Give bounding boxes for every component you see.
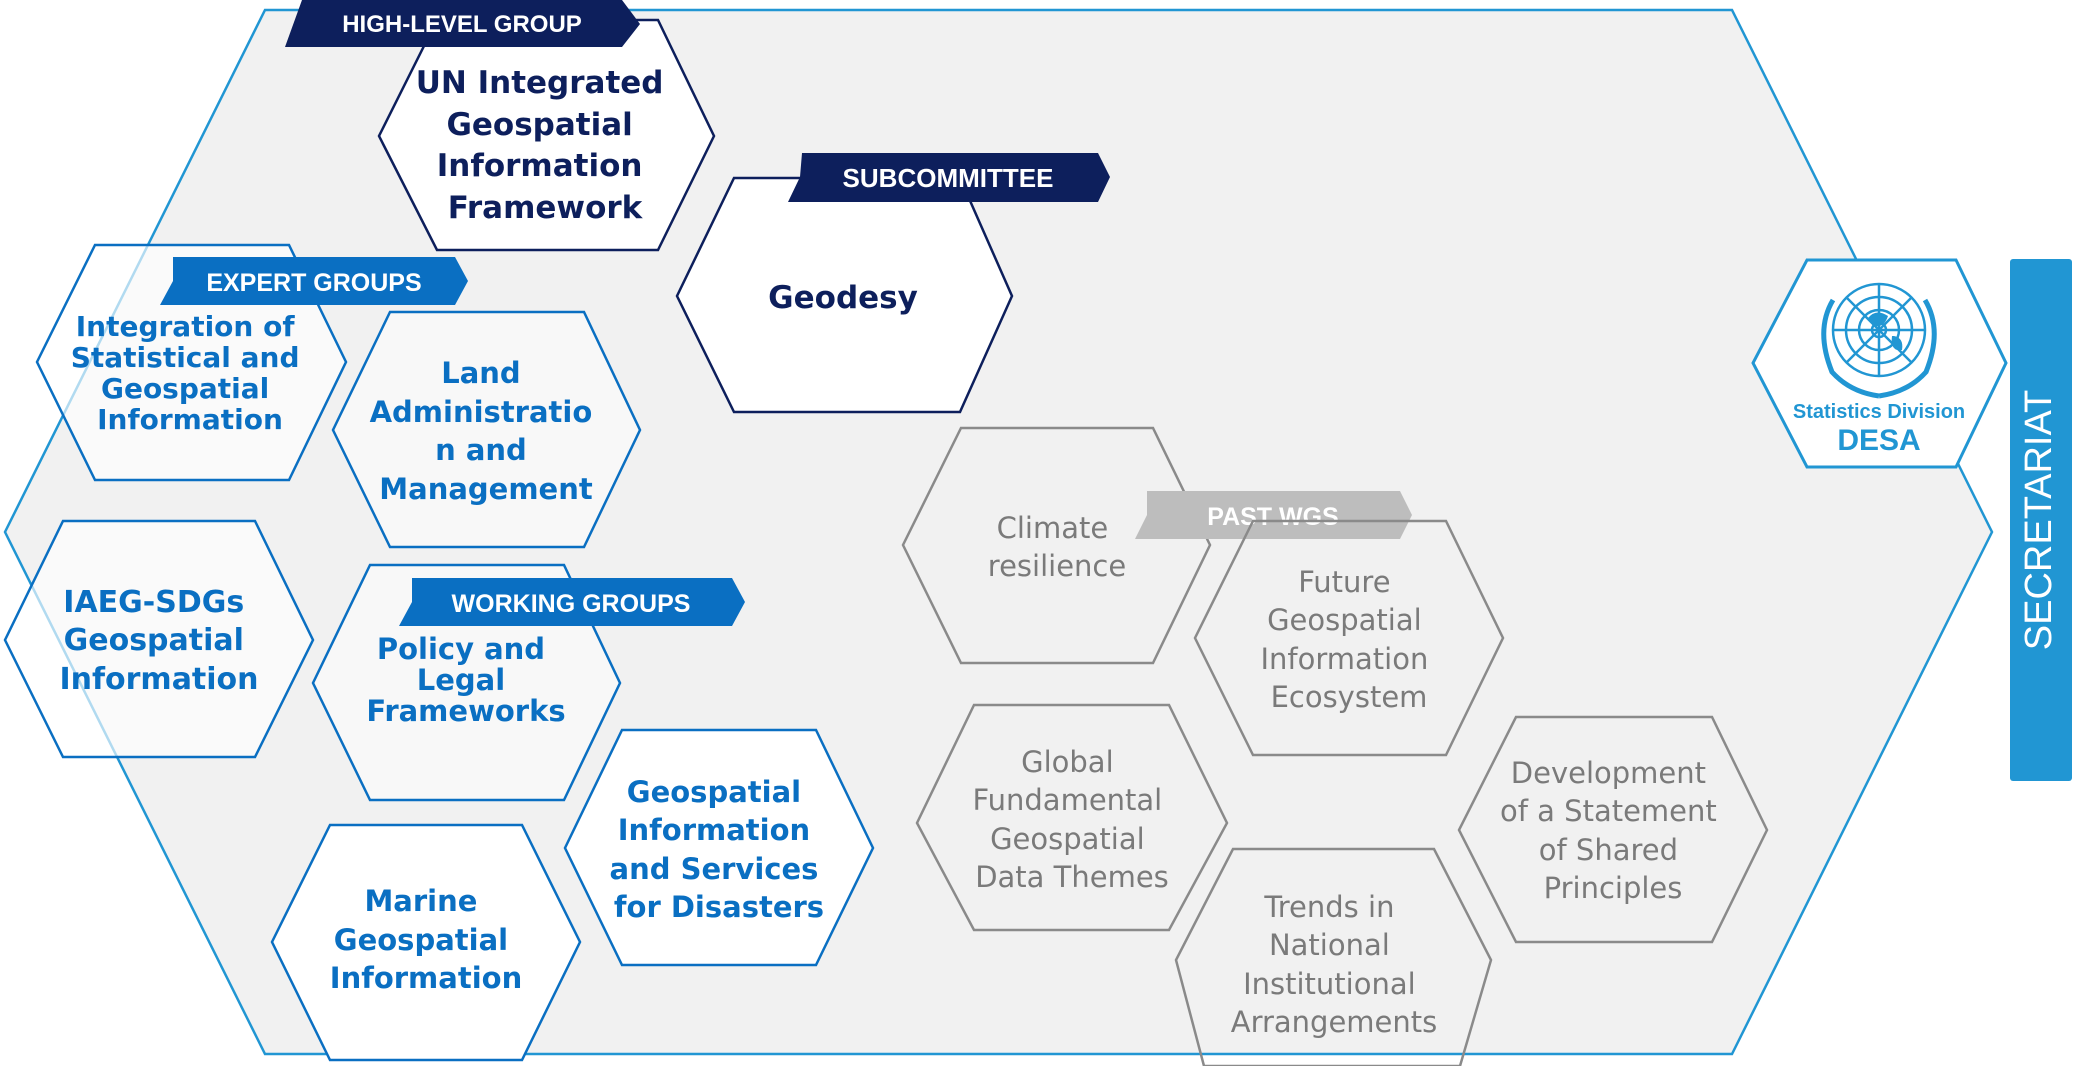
subcommittee-banner: SUBCOMMITTEE (788, 153, 1110, 202)
hex-line: Information (59, 662, 258, 697)
subcommittee-geodesy-hex[interactable]: Geodesy (675, 176, 1014, 414)
hex-line: Marine (364, 884, 477, 918)
hex-line: Information (1260, 642, 1428, 676)
expert-groups-banner: EXPERT GROUPS (160, 257, 468, 305)
hex-line: Geospatial (334, 923, 508, 957)
hex-line: Geospatial (101, 372, 269, 405)
banner-label: HIGH-LEVEL GROUP (342, 11, 582, 38)
hex-line: Ecosystem (1271, 680, 1428, 714)
hex-line: for Disasters (614, 890, 824, 924)
hex-line: Geospatial (446, 107, 632, 143)
working-group-hex-disasters[interactable]: Geospatial Information and Services for … (563, 728, 875, 967)
hex-line: Principles (1544, 871, 1683, 905)
hex-line: Information (330, 961, 522, 995)
hex-line: Policy and (377, 632, 545, 666)
svg-text:Geospatial Information: Geospatial Information and Services for … (610, 775, 829, 924)
hex-line: Information (97, 403, 283, 436)
hex-line: resilience (988, 549, 1126, 583)
hex-line: Institutional (1243, 967, 1416, 1001)
working-group-hex-marine[interactable]: Marine Geospatial Information (270, 823, 582, 1062)
secretariat-label: SECRETARIAT (2018, 390, 2060, 650)
hex-line: Administratio (370, 395, 593, 429)
secretariat-bar: SECRETARIAT (2010, 259, 2072, 781)
past-wg-hex-shared-principles[interactable]: Development of a Statement of Shared Pri… (1457, 715, 1769, 944)
svg-text:Global Fundamental: Global Fundamental Geospatial Data Theme… (973, 745, 1172, 894)
hex-line: Integration of (76, 310, 296, 343)
hex-line: Fundamental (973, 783, 1163, 817)
logo-line1: Statistics Division (1793, 401, 1965, 423)
hex-line: Frameworks (366, 694, 565, 728)
past-wg-hex-climate[interactable]: Climate resilience (901, 426, 1212, 665)
banner-label: WORKING GROUPS (452, 590, 691, 618)
logo-line2: DESA (1837, 424, 1920, 457)
svg-text:Future Geospatial: Future Geospatial Information Ecosystem (1260, 565, 1437, 714)
high-level-group-hex[interactable]: UN Integrated Geospatial Information Fra… (377, 18, 716, 252)
svg-text:Policy and Legal F: Policy and Legal Frameworks (366, 632, 565, 728)
un-emblem-icon (1821, 282, 1937, 399)
svg-text:Land Administratio: Land Administratio n and Management (370, 356, 603, 506)
hex-line: Data Themes (975, 860, 1169, 894)
svg-text:IAEG-SDGs Geospatial: IAEG-SDGs Geospatial Information (59, 585, 258, 697)
expert-group-hex-iaeg-sdgs[interactable]: IAEG-SDGs Geospatial Information (3, 519, 315, 759)
svg-text:UN Integrated Geospatial: UN Integrated Geospatial Information Fra… (416, 65, 675, 226)
hex-line: Framework (448, 190, 644, 226)
svg-text:Climate resilience: Climate resilience (988, 511, 1126, 583)
svg-text:Integration of Statistic: Integration of Statistical and Geospatia… (71, 310, 310, 436)
past-wg-hex-global-fundamental[interactable]: Global Fundamental Geospatial Data Theme… (915, 703, 1229, 932)
hex-line: Information (618, 813, 810, 847)
working-group-hex-land[interactable]: Land Administratio n and Management (331, 310, 642, 549)
hex-line: Management (379, 472, 593, 506)
hex-line: Legal (417, 663, 505, 697)
banner-label: SUBCOMMITTEE (843, 163, 1054, 193)
past-wgs-banner: PAST WGS (1135, 491, 1412, 539)
hex-line: of a Statement (1500, 794, 1717, 828)
hex-line: Information (437, 148, 643, 184)
svg-text:Marine Geospatial: Marine Geospatial Information (330, 884, 522, 995)
hex-line: Future (1298, 565, 1390, 599)
hex-line: Geospatial (1267, 603, 1422, 637)
past-wg-hex-national-arrangements[interactable]: Trends in National Institutional Arrange… (1174, 847, 1493, 1066)
hex-line: Geodesy (768, 280, 918, 316)
past-wg-hex-future-ecosystem[interactable]: Future Geospatial Information Ecosystem (1193, 519, 1505, 757)
banner-label: PAST WGS (1207, 503, 1338, 531)
hex-line: Geospatial (627, 775, 801, 809)
desa-logo-hex[interactable]: Statistics Division DESA (1751, 258, 2008, 469)
hex-line: Arrangements (1231, 1005, 1438, 1039)
hex-line: Global (1021, 745, 1114, 779)
working-groups-banner: WORKING GROUPS (399, 578, 745, 626)
hex-line: National (1269, 928, 1390, 962)
hex-line: and Services (610, 852, 819, 886)
svg-text:Trends in National: Trends in National Institutional Arrange… (1231, 890, 1438, 1039)
svg-text:Development of a Stateme: Development of a Statement of Shared Pri… (1500, 756, 1726, 905)
banner-label: EXPERT GROUPS (206, 269, 421, 297)
hex-line: Geospatial (990, 822, 1145, 856)
hex-line: Trends in (1263, 890, 1394, 924)
high-level-group-banner: HIGH-LEVEL GROUP (285, 0, 640, 47)
hex-line: Land (441, 356, 520, 390)
hex-line: UN Integrated (416, 65, 664, 101)
hex-line: Development (1511, 756, 1706, 790)
hex-line: of Shared (1539, 833, 1678, 867)
hex-line: n and (435, 433, 527, 467)
hex-line: Geospatial (64, 623, 244, 658)
hex-line: Climate (997, 511, 1109, 545)
hex-line: Statistical and (71, 341, 300, 374)
hex-line: IAEG-SDGs (63, 585, 244, 620)
